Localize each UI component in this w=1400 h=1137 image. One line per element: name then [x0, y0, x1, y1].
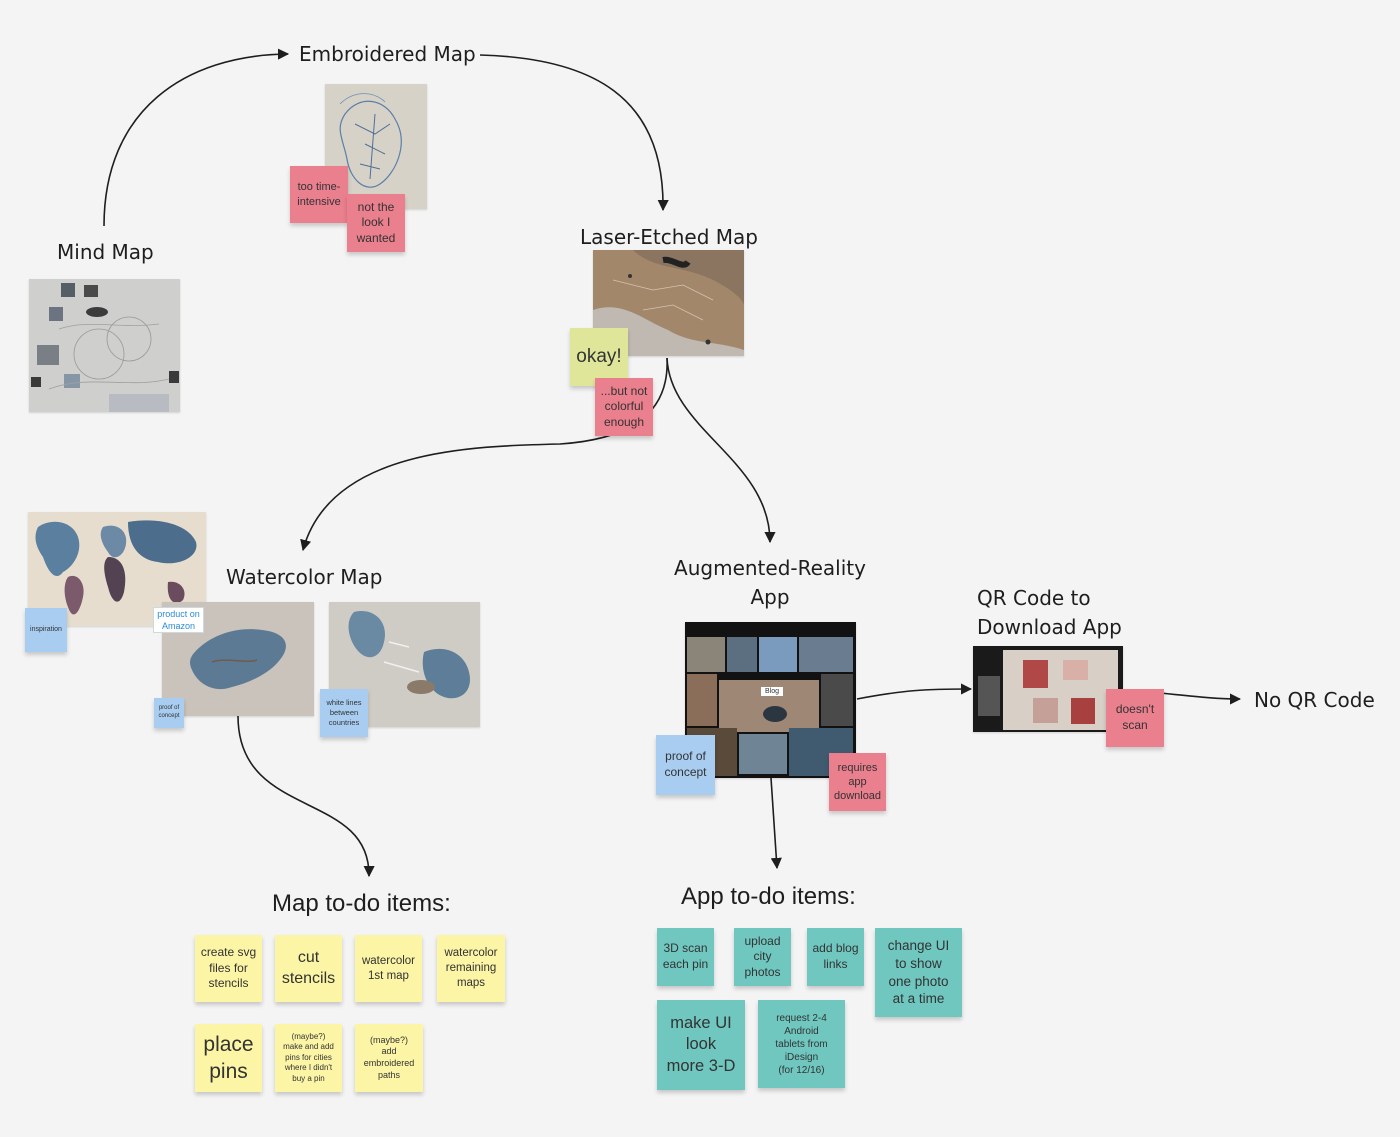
sticky-requires-app-download[interactable]: requires app download	[829, 753, 886, 811]
qr-code-photo[interactable]	[973, 646, 1123, 732]
ar-blog-label[interactable]: Blog	[761, 687, 783, 696]
connector-watercolor-to-map-todo[interactable]	[237, 715, 375, 878]
map-todo-item[interactable]: (maybe?) make and add pins for cities wh…	[275, 1024, 342, 1092]
connector-laser-to-ar-app[interactable]	[666, 357, 776, 544]
heading-app-todo[interactable]: App to-do items:	[681, 883, 856, 910]
map-todo-item[interactable]: place pins	[195, 1024, 262, 1092]
connector-embroidered-to-laser[interactable]	[479, 54, 669, 212]
inspiration-world-map-photo[interactable]	[28, 512, 206, 626]
sticky-okay[interactable]: okay!	[570, 328, 628, 386]
sticky-proof-of-concept-app[interactable]: proof of concept	[656, 735, 715, 795]
node-title-embroidered-map[interactable]: Embroidered Map	[299, 42, 476, 66]
sticky-but-not-colorful[interactable]: ...but not colorful enough	[595, 378, 653, 436]
sticky-not-the-look[interactable]: not the look I wanted	[347, 194, 405, 252]
map-todo-item[interactable]: watercolor 1st map	[355, 935, 422, 1002]
ar-app-screenshot[interactable]: Blog	[685, 622, 856, 778]
node-title-qr-code[interactable]: QR Code to Download App	[977, 586, 1122, 639]
mind-map-photo[interactable]	[29, 279, 180, 412]
map-todo-item[interactable]: watercolor remaining maps	[437, 935, 505, 1002]
app-todo-item[interactable]: add blog links	[807, 928, 864, 986]
app-todo-item[interactable]: change UI to show one photo at a time	[875, 928, 962, 1017]
sticky-too-time-intensive[interactable]: too time- intensive	[290, 166, 348, 223]
node-title-mind-map[interactable]: Mind Map	[57, 240, 154, 264]
sticky-doesnt-scan[interactable]: doesn't scan	[1106, 689, 1164, 747]
map-todo-item[interactable]: cut stencils	[275, 935, 342, 1002]
app-todo-item[interactable]: request 2-4 Android tablets from iDesign…	[758, 1000, 845, 1088]
sticky-proof-of-concept-small[interactable]: proof of concept	[154, 698, 184, 728]
app-todo-item[interactable]: upload city photos	[734, 928, 791, 986]
link-card-product-on-amazon[interactable]: product on Amazon	[153, 607, 204, 633]
connector-mindmap-to-embroidered[interactable]	[103, 48, 290, 227]
heading-map-todo[interactable]: Map to-do items:	[272, 890, 451, 917]
connector-ar-to-qr[interactable]	[856, 683, 973, 700]
node-title-watercolor-map[interactable]: Watercolor Map	[226, 565, 383, 589]
app-todo-item[interactable]: 3D scan each pin	[657, 928, 714, 986]
sticky-white-lines[interactable]: white lines between countries	[320, 689, 368, 737]
map-todo-item[interactable]: (maybe?) add embroidered paths	[355, 1024, 423, 1092]
map-todo-item[interactable]: create svg files for stencils	[195, 935, 262, 1002]
node-title-laser-etched-map[interactable]: Laser-Etched Map	[580, 225, 758, 249]
sticky-inspiration[interactable]: inspiration	[25, 608, 67, 652]
app-todo-item[interactable]: make UI look more 3-D	[657, 1000, 745, 1090]
node-title-no-qr-code[interactable]: No QR Code	[1254, 688, 1375, 712]
connector-ar-to-app-todo[interactable]	[770, 777, 782, 870]
laser-etched-map-photo[interactable]	[593, 250, 744, 356]
node-title-augmented-reality-app[interactable]: Augmented-Reality App	[674, 556, 866, 609]
